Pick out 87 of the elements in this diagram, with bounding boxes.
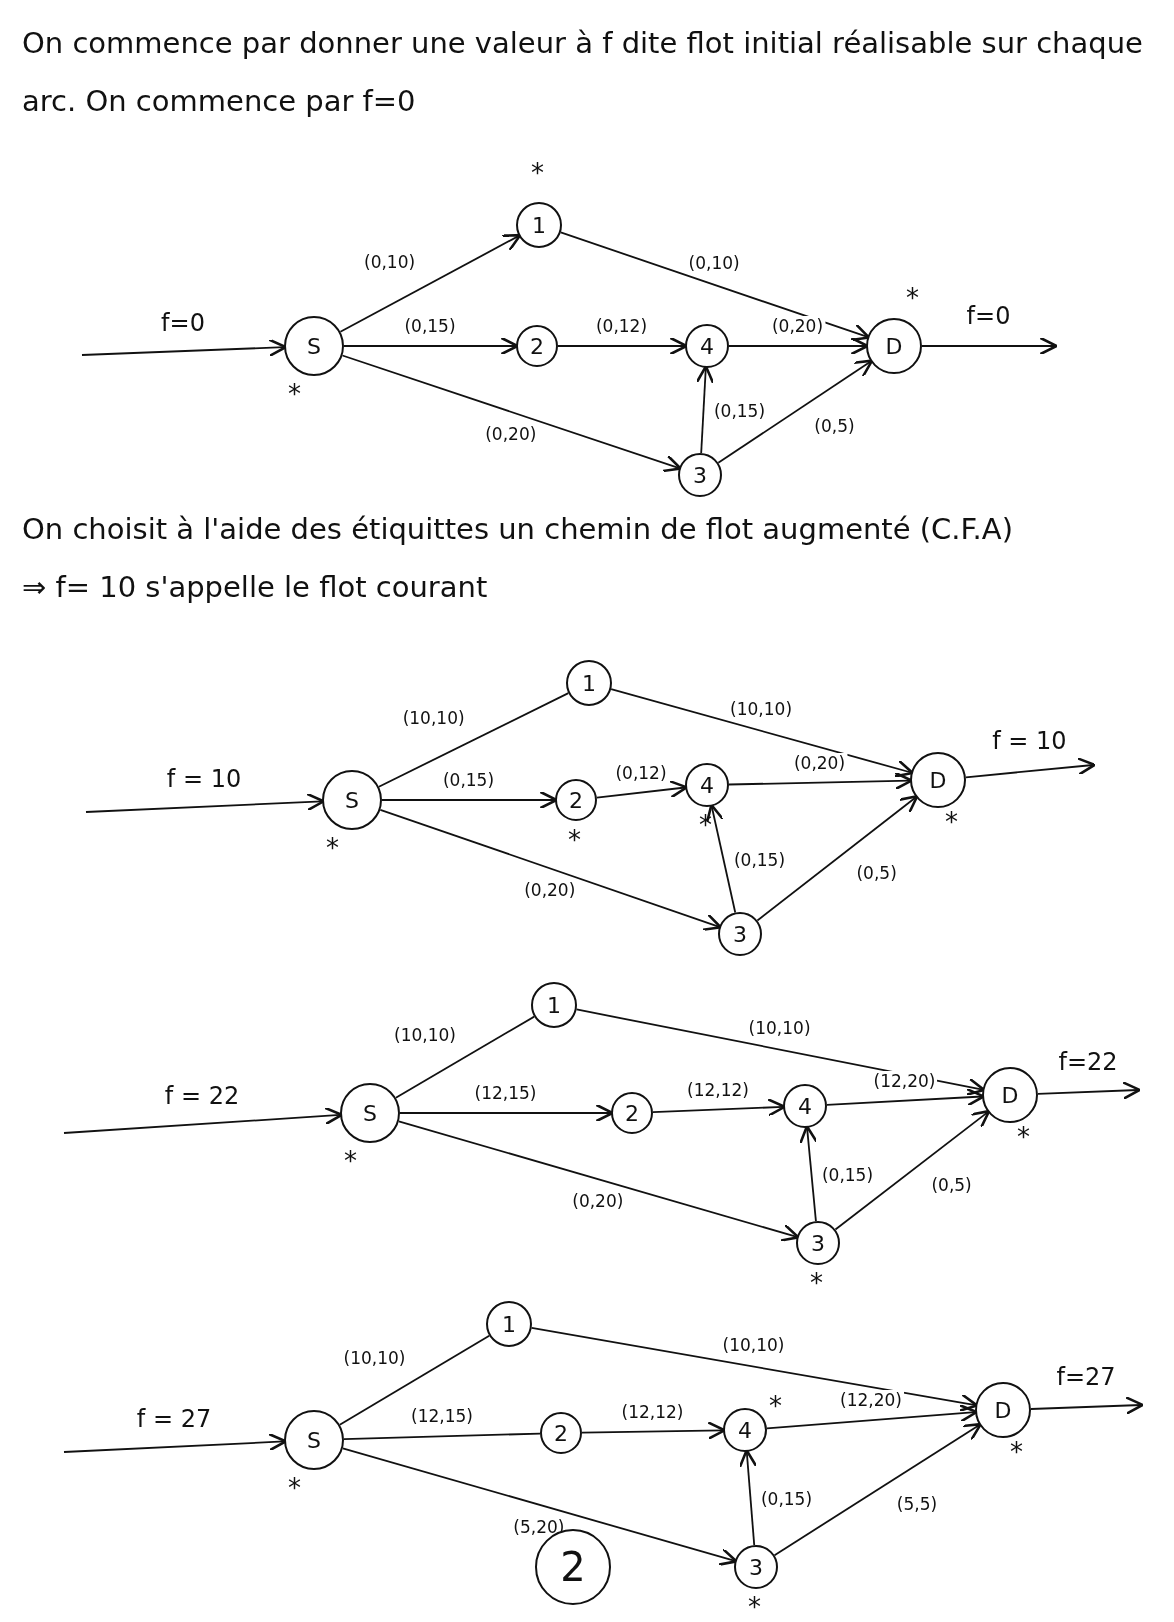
- node-label: 4: [700, 772, 714, 798]
- node-label: 1: [502, 1311, 516, 1337]
- node-label: D: [885, 333, 903, 359]
- node-label: S: [307, 1427, 321, 1453]
- node-circle: [975, 1382, 1031, 1438]
- arrow: [756, 794, 919, 922]
- node-circle: [685, 324, 729, 368]
- note-text: ⇒ f= 10 s'appelle le flot courant: [22, 569, 489, 606]
- edge-label: (12,20): [838, 1390, 904, 1411]
- node-label: 4: [798, 1093, 812, 1119]
- node-label: 3: [693, 462, 707, 488]
- node-label: 3: [733, 921, 747, 947]
- node-circle: [284, 1410, 344, 1470]
- node-circle: [555, 779, 597, 821]
- node-circle: [531, 982, 577, 1028]
- arrow: [834, 1109, 991, 1231]
- node-circle: [322, 770, 382, 830]
- arrow: [799, 1125, 818, 1222]
- arrow: [695, 365, 715, 454]
- node-circle: [866, 318, 922, 374]
- node-label: 4: [700, 333, 714, 359]
- arrow: [339, 233, 522, 333]
- node-label: 4: [738, 1417, 752, 1443]
- node-circle: [783, 1084, 827, 1128]
- node-label: S: [363, 1100, 377, 1126]
- node-circle: [796, 1221, 840, 1265]
- node-circle: [982, 1067, 1038, 1123]
- node-circle: [723, 1408, 767, 1452]
- arrow: [773, 1422, 983, 1557]
- node-circle: [734, 1545, 778, 1589]
- node-label: 1: [582, 670, 596, 696]
- arrow: [341, 1447, 738, 1566]
- node-label: S: [307, 333, 321, 359]
- arrow: [379, 808, 723, 931]
- node-label: 2: [625, 1100, 639, 1126]
- node-circle: [486, 1301, 532, 1347]
- arrow: [1037, 1081, 1141, 1100]
- edge-label: (12,15): [409, 1406, 475, 1427]
- node-label: 2: [530, 333, 544, 359]
- node-label: 2: [554, 1420, 568, 1446]
- node-label: 2: [560, 1544, 586, 1590]
- arrow: [397, 1120, 800, 1242]
- note-text: On choisit à l'aide des étiquittes un chemin de flot augmenté (C.F.A): [22, 511, 1014, 548]
- star-mark: *: [1017, 1124, 1030, 1150]
- node-circle: [611, 1092, 653, 1134]
- node-circle: [685, 763, 729, 807]
- node-circle: [540, 1412, 582, 1454]
- arrow: [610, 688, 914, 778]
- arrow: [738, 1449, 758, 1546]
- edge-label: (0,5): [812, 416, 857, 437]
- node-circle: [718, 912, 762, 956]
- star-mark: *: [326, 835, 339, 861]
- arrow: [1030, 1396, 1144, 1415]
- star-mark: *: [288, 1475, 301, 1501]
- node-circle: [910, 752, 966, 808]
- node-label: 2: [569, 787, 583, 813]
- edge-label: (12,12): [685, 1079, 751, 1100]
- star-mark: *: [945, 809, 958, 835]
- star-mark: *: [531, 160, 544, 186]
- edge-label: (10,10): [392, 1025, 458, 1046]
- node-label: 3: [811, 1230, 825, 1256]
- star-mark: *: [769, 1393, 782, 1419]
- node-label: 1: [532, 212, 546, 238]
- node-label: 1: [547, 992, 561, 1018]
- star-mark: *: [748, 1594, 761, 1620]
- node-circle: [284, 316, 344, 376]
- note-text: On commence par donner une valeur à f dite flot initial réalisable sur chaque arc. On commence par f=0: [22, 25, 1144, 120]
- node-label: D: [994, 1397, 1012, 1423]
- star-mark: *: [810, 1270, 823, 1296]
- star-mark: *: [344, 1148, 357, 1174]
- node-label: D: [1001, 1082, 1019, 1108]
- node-circle: [678, 453, 722, 497]
- node-label: D: [929, 767, 947, 793]
- star-mark: *: [1010, 1439, 1023, 1465]
- arrow: [341, 354, 682, 473]
- node-circle: [340, 1083, 400, 1143]
- node-label: 3: [749, 1554, 763, 1580]
- star-mark: *: [288, 381, 301, 407]
- star-mark: *: [906, 285, 919, 311]
- node-label: S: [345, 787, 359, 813]
- node-circle: [566, 660, 612, 706]
- star-mark: *: [568, 827, 581, 853]
- node-circle: [516, 202, 562, 248]
- arrow: [921, 336, 1058, 356]
- node-circle: [516, 325, 558, 367]
- arrow: [964, 757, 1096, 779]
- arrow: [717, 359, 874, 464]
